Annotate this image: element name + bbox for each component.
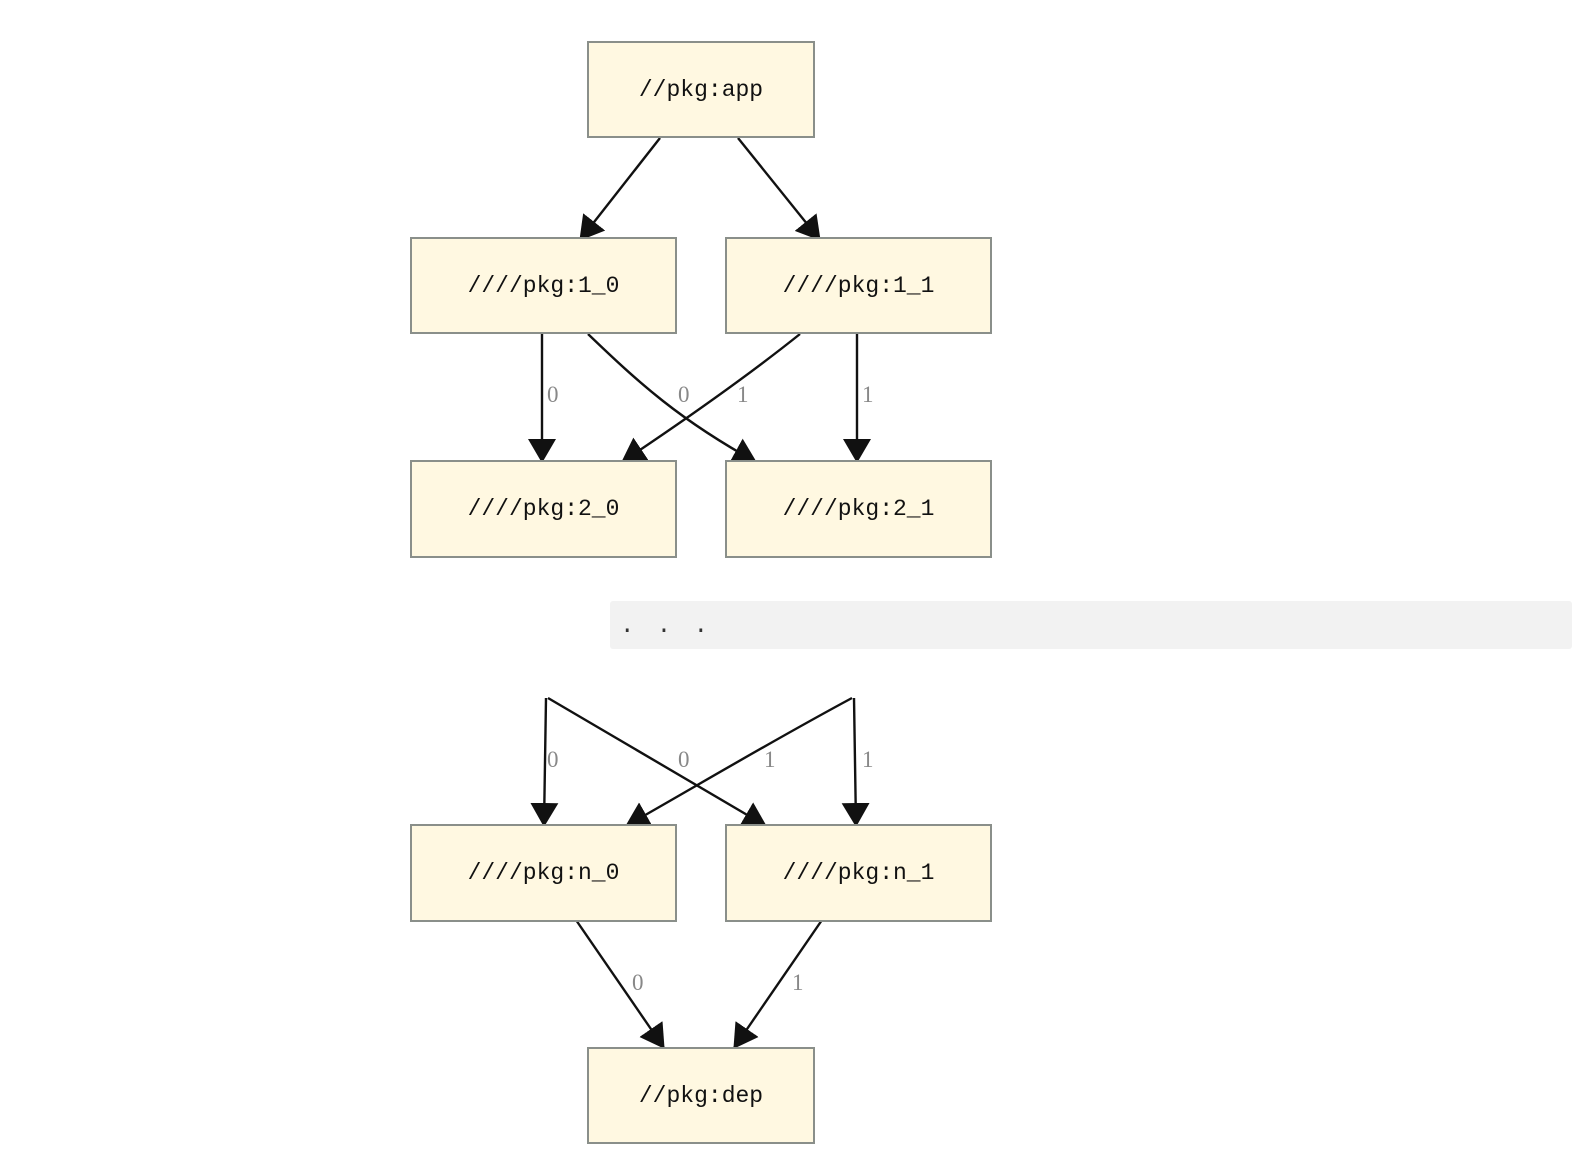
edge-n_0-to-dep xyxy=(575,919,665,1049)
node-1_1: ////pkg:1_1 xyxy=(725,237,992,334)
edge-label-1_1-to-2_1: 1 xyxy=(862,382,874,407)
edge-label-n_1-to-dep: 1 xyxy=(792,970,804,995)
edge-n_1-to-dep xyxy=(733,919,823,1049)
edge-in-right-to-n_0 xyxy=(625,696,853,828)
edge-1_1-to-2_0 xyxy=(621,333,801,463)
node-app-label: //pkg:app xyxy=(638,76,764,103)
ellipsis-block: . . . xyxy=(610,601,1572,649)
node-1_0: ////pkg:1_0 xyxy=(410,237,677,334)
edge-label-1_1-to-2_0: 1 xyxy=(737,382,749,407)
node-app: //pkg:app xyxy=(587,41,815,138)
edge-label-n_0-to-dep: 0 xyxy=(632,970,644,995)
node-n_1-label: ////pkg:n_1 xyxy=(782,860,935,886)
node-2_0: ////pkg:2_0 xyxy=(410,460,677,558)
node-n_0: ////pkg:n_0 xyxy=(410,824,677,922)
edge-in-left-to-n_1 xyxy=(547,696,767,828)
edge-label-in-right-to-n_0: 1 xyxy=(764,747,776,772)
node-1_1-label: ////pkg:1_1 xyxy=(782,272,935,299)
edge-label-in-left-to-n_0: 0 xyxy=(547,747,559,772)
edge-app-to-1_1 xyxy=(737,137,821,241)
node-2_1: ////pkg:2_1 xyxy=(725,460,992,558)
edge-label-in-left-to-n_1: 0 xyxy=(678,747,690,772)
node-2_0-label: ////pkg:2_0 xyxy=(467,496,620,522)
edge-in-left-to-n_0 xyxy=(530,697,559,827)
edge-label-1_0-to-2_1: 0 xyxy=(678,382,690,407)
node-dep-label: //pkg:dep xyxy=(638,1082,764,1109)
edge-in-right-to-n_1 xyxy=(841,697,870,827)
edge-label-1_0-to-2_0: 0 xyxy=(547,382,559,407)
edge-app-to-1_0 xyxy=(579,137,661,241)
node-dep: //pkg:dep xyxy=(587,1047,815,1144)
node-n_0-label: ////pkg:n_0 xyxy=(467,860,620,886)
node-2_1-label: ////pkg:2_1 xyxy=(782,496,935,522)
edge-1_0-to-2_1 xyxy=(587,333,757,464)
node-1_0-label: ////pkg:1_0 xyxy=(467,272,620,299)
node-n_1: ////pkg:n_1 xyxy=(725,824,992,922)
edge-label-in-right-to-n_1: 1 xyxy=(862,747,874,772)
